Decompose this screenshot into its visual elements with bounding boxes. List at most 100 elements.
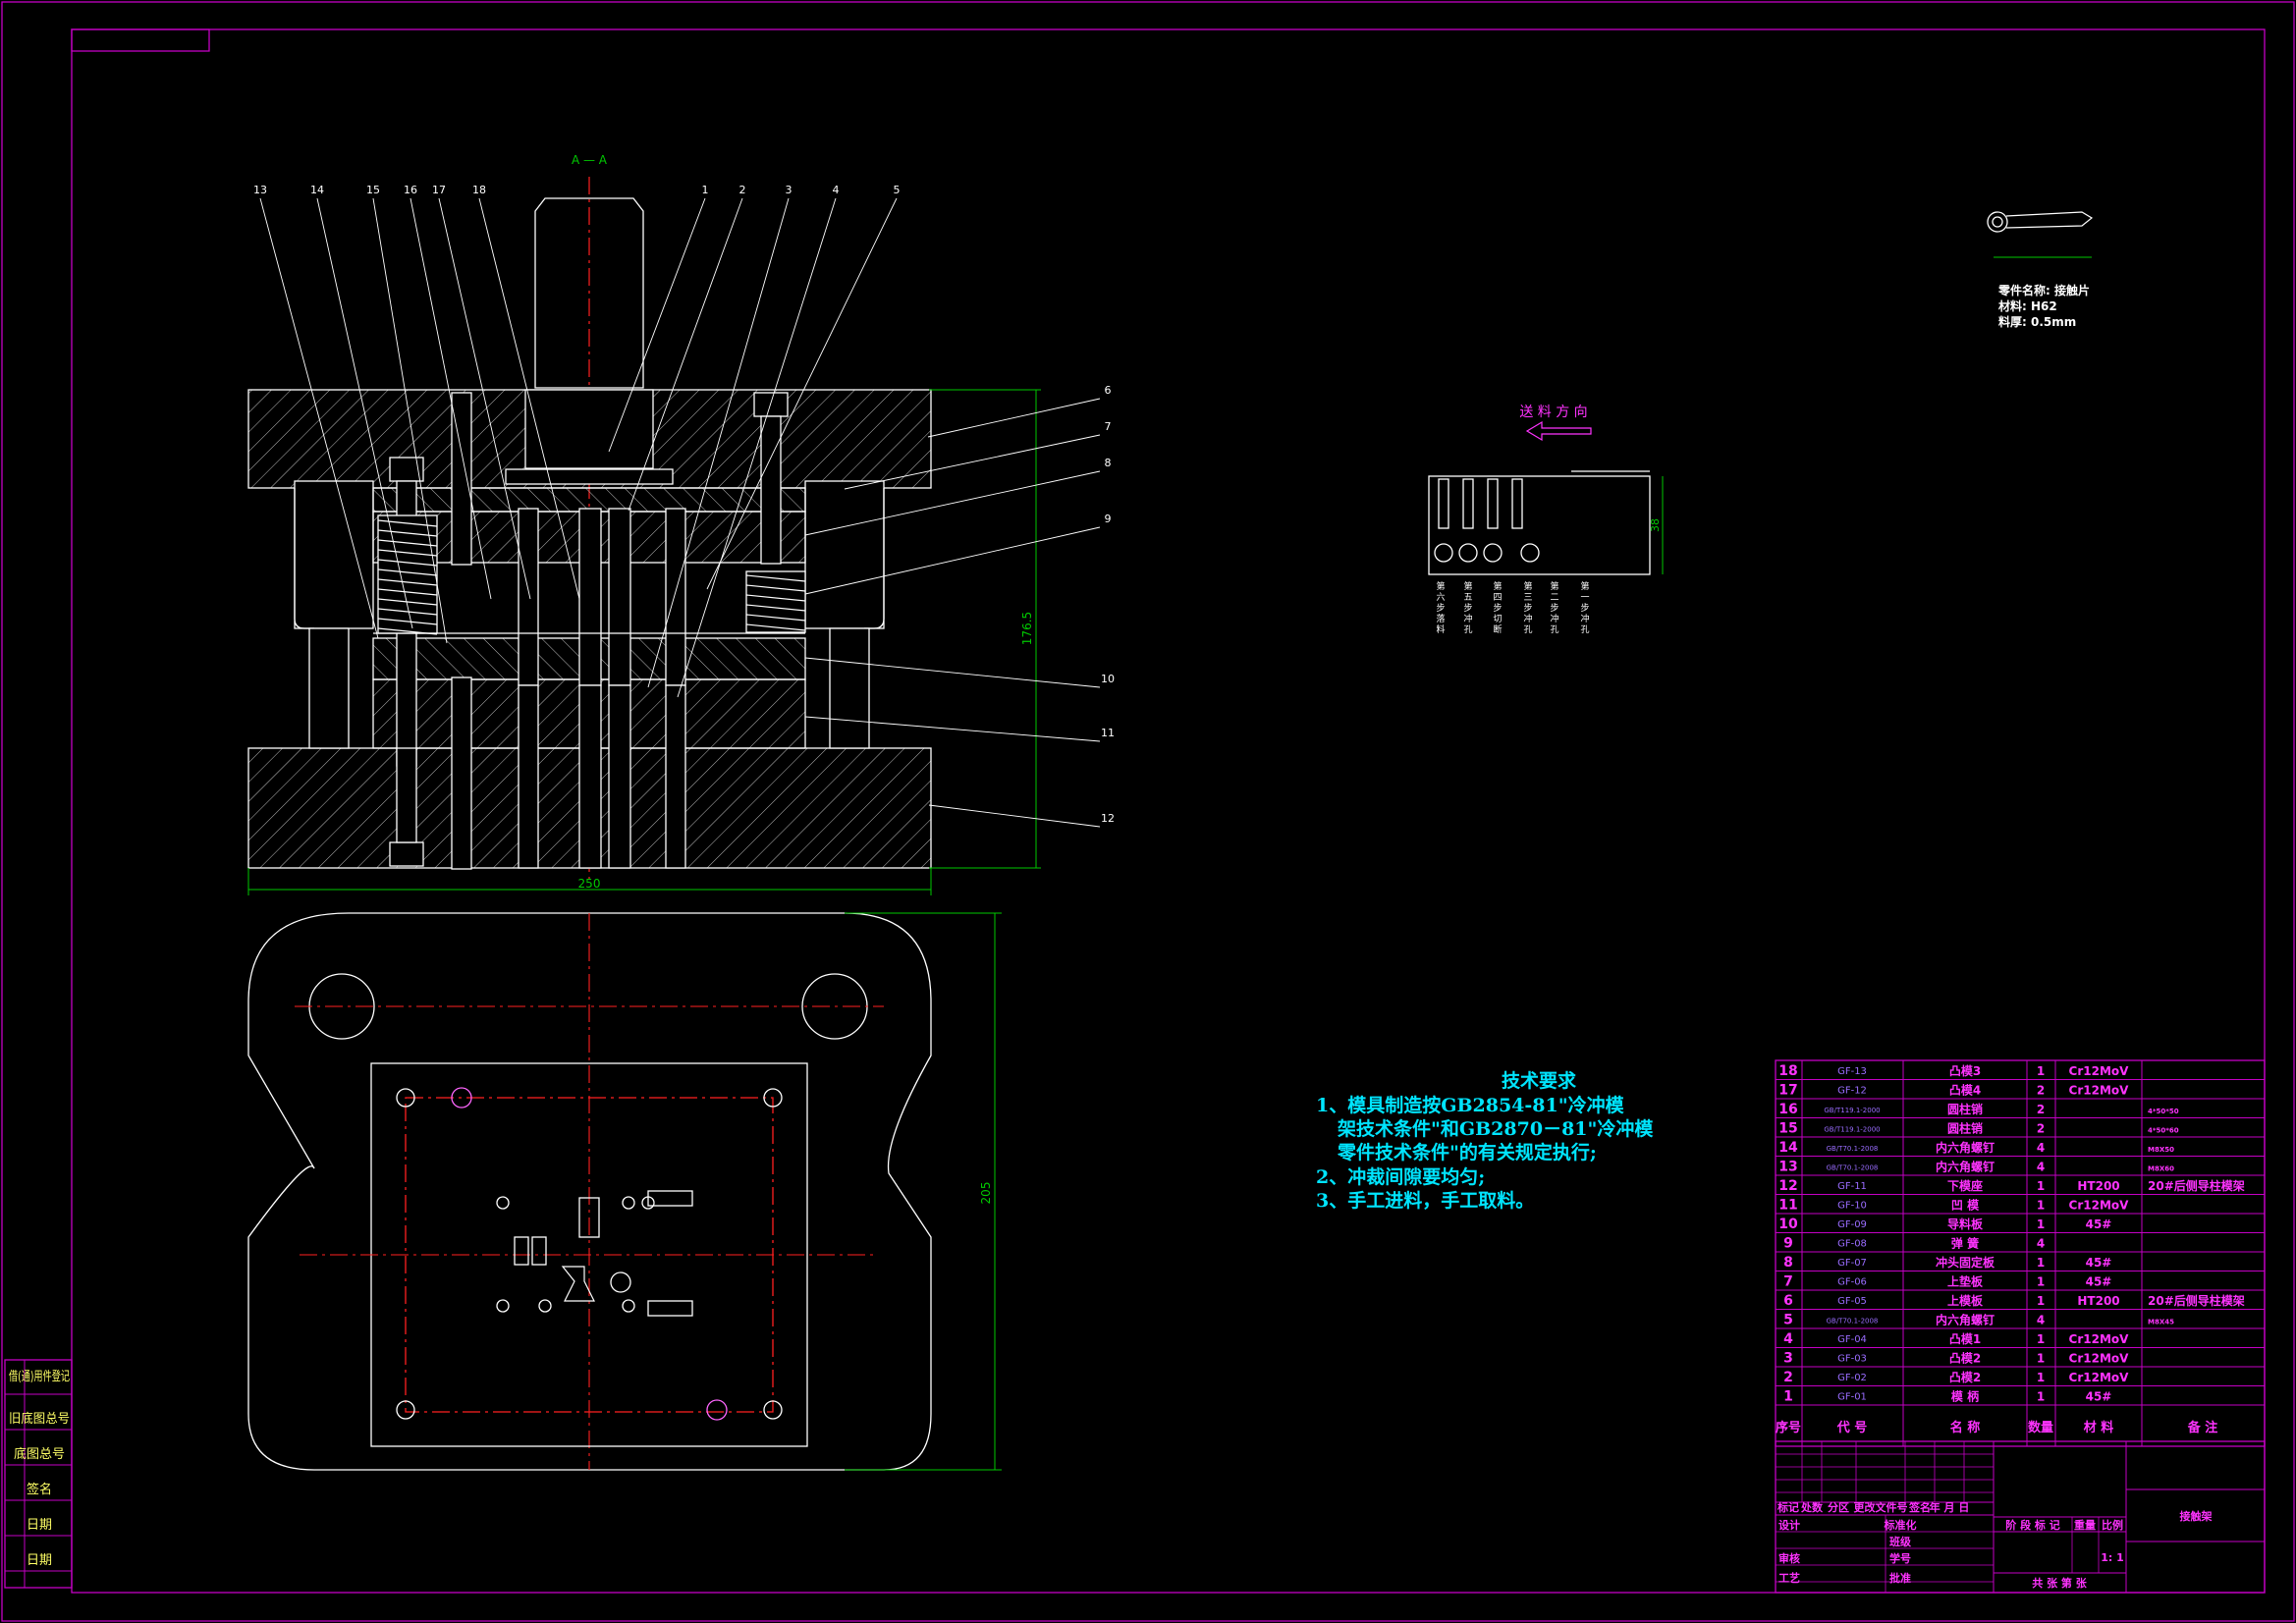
tb-sheet: 共 张 第 张 <box>2032 1576 2087 1590</box>
strip-step-6-char: 第 <box>1580 580 1589 592</box>
bom-no: 7 <box>1783 1274 1793 1290</box>
top-left-tag <box>71 28 210 52</box>
bom-header-qty: 数量 <box>2028 1420 2053 1435</box>
cavity-blank <box>561 1266 595 1302</box>
part-name: 零件名称: 接触片 <box>1997 283 2090 298</box>
bom-no: 16 <box>1778 1102 1797 1117</box>
leader-right-10 <box>804 657 1101 688</box>
strip-step-4-char: 孔 <box>1523 624 1532 635</box>
spring-right-coil <box>745 604 806 612</box>
strip-step-1-char: 料 <box>1436 623 1445 635</box>
bom-header-code: 代 号 <box>1836 1420 1868 1435</box>
spring-left-coil <box>377 588 438 596</box>
strip-hole-2 <box>1458 543 1478 563</box>
bom-name: 凸模1 <box>1949 1331 1981 1346</box>
strip-step-2-char: 孔 <box>1463 624 1472 635</box>
spring-left-coil <box>377 608 438 616</box>
callout-right-8: 8 <box>1105 457 1112 469</box>
bom-code: GF-07 <box>1837 1258 1867 1269</box>
bom-mat: Cr12MoV <box>2069 1352 2130 1366</box>
punch-2 <box>578 508 602 686</box>
spring-left-coil <box>377 539 438 547</box>
part-tongue <box>2005 211 2094 229</box>
callout-top-5: 5 <box>894 184 901 196</box>
tech-title: 技术要求 <box>1501 1070 1576 1092</box>
title-block: 标记处数分区更改文件号签名年 月 日设计标准化班级审核学号工艺批准阶 段 标 记… <box>1775 1440 2266 1594</box>
strip-step-4-char: 第 <box>1523 580 1532 592</box>
spring-right-box <box>745 570 806 633</box>
bom-code: GF-12 <box>1837 1086 1867 1097</box>
bom-no: 15 <box>1778 1121 1797 1137</box>
bom-code: GF-05 <box>1837 1296 1867 1307</box>
bom-qty: 1 <box>2037 1199 2045 1213</box>
leader-top-13 <box>259 197 379 639</box>
side-register-label: 日期 <box>27 1518 52 1533</box>
die-opening-1 <box>518 684 539 869</box>
bom-qty: 2 <box>2037 1084 2045 1098</box>
strip-step-1-char: 落 <box>1436 613 1445 624</box>
bom-code: GF-01 <box>1837 1392 1867 1403</box>
bom-name: 上垫板 <box>1947 1274 1984 1289</box>
bom-code: GB/T119.1-2000 <box>1824 1107 1880 1114</box>
bom-mat: Cr12MoV <box>2069 1199 2130 1213</box>
strip-tab-1 <box>1438 478 1449 529</box>
strip-step-3-char: 切 <box>1493 614 1502 624</box>
bom-code: GB/T70.1-2008 <box>1827 1164 1879 1172</box>
tech-line-4: 2、冲裁间隙要均匀; <box>1316 1166 1486 1188</box>
bom-no: 11 <box>1778 1198 1797 1214</box>
pierce-hole-2 <box>622 1196 635 1210</box>
bom-name: 弹 簧 <box>1951 1236 1979 1251</box>
punch-3 <box>608 508 631 686</box>
tb-scale-label: 比例 <box>2102 1518 2123 1532</box>
dim-depth-text: 205 <box>979 1182 993 1205</box>
feed-direction-label: 送 料 方 向 <box>1519 405 1587 420</box>
rev-header-5: 年 月 日 <box>1930 1500 1970 1514</box>
rev-header-4: 签名 <box>1908 1500 1931 1514</box>
leader-right-9 <box>804 526 1101 595</box>
guide-pillar-right <box>829 627 870 749</box>
screw-hole-1 <box>396 1088 415 1108</box>
bom-qty: 4 <box>2037 1314 2045 1327</box>
bom-note: 4*50*60 <box>2148 1127 2179 1135</box>
bom-header-no: 序号 <box>1776 1420 1801 1435</box>
side-register-label: 底图总号 <box>14 1446 65 1462</box>
stop-pin-top <box>647 1190 693 1207</box>
bom-mat: Cr12MoV <box>2069 1064 2130 1078</box>
bom-qty: 1 <box>2037 1275 2045 1289</box>
callout-top-2: 2 <box>739 184 746 196</box>
bom-no: 4 <box>1783 1331 1793 1347</box>
leader-top-14 <box>316 197 413 629</box>
bom-no: 5 <box>1783 1313 1793 1328</box>
spring-right <box>745 570 806 633</box>
tech-line-2: 架技术条件"和GB2870－81"冷冲模 <box>1338 1118 1654 1140</box>
bom-no: 17 <box>1778 1083 1797 1099</box>
side-register-label: 日期 <box>27 1553 52 1568</box>
screw-head-right <box>753 392 789 417</box>
strip-step-2-char: 五 <box>1463 593 1472 603</box>
tech-line-3: 零件技术条件"的有关规定执行; <box>1338 1142 1597 1163</box>
die-shank <box>534 197 644 389</box>
strip-hole-1 <box>1434 543 1453 563</box>
screw-shank-right <box>760 415 782 565</box>
leader-right-7 <box>844 434 1101 490</box>
tb-student-no: 学号 <box>1889 1551 1911 1565</box>
bom-code: GF-04 <box>1837 1334 1867 1345</box>
pin-hole-2 <box>706 1399 728 1421</box>
bom-no: 3 <box>1783 1351 1793 1367</box>
leader-right-8 <box>804 470 1101 536</box>
spring-left-coil <box>377 578 438 586</box>
bom-name: 模 柄 <box>1951 1389 1979 1404</box>
cavity-round <box>610 1271 631 1293</box>
bom-name: 圆柱销 <box>1947 1102 1983 1116</box>
dim-height-text: 176.5 <box>1020 612 1034 645</box>
feed-arrow <box>1525 420 1592 442</box>
part-thickness: 料厚: 0.5mm <box>1998 314 2076 329</box>
bom-mat: Cr12MoV <box>2069 1084 2130 1098</box>
tb-standard: 标准化 <box>1884 1518 1917 1532</box>
guide-pillar-left <box>308 627 350 749</box>
bom-code: GF-03 <box>1837 1354 1867 1365</box>
